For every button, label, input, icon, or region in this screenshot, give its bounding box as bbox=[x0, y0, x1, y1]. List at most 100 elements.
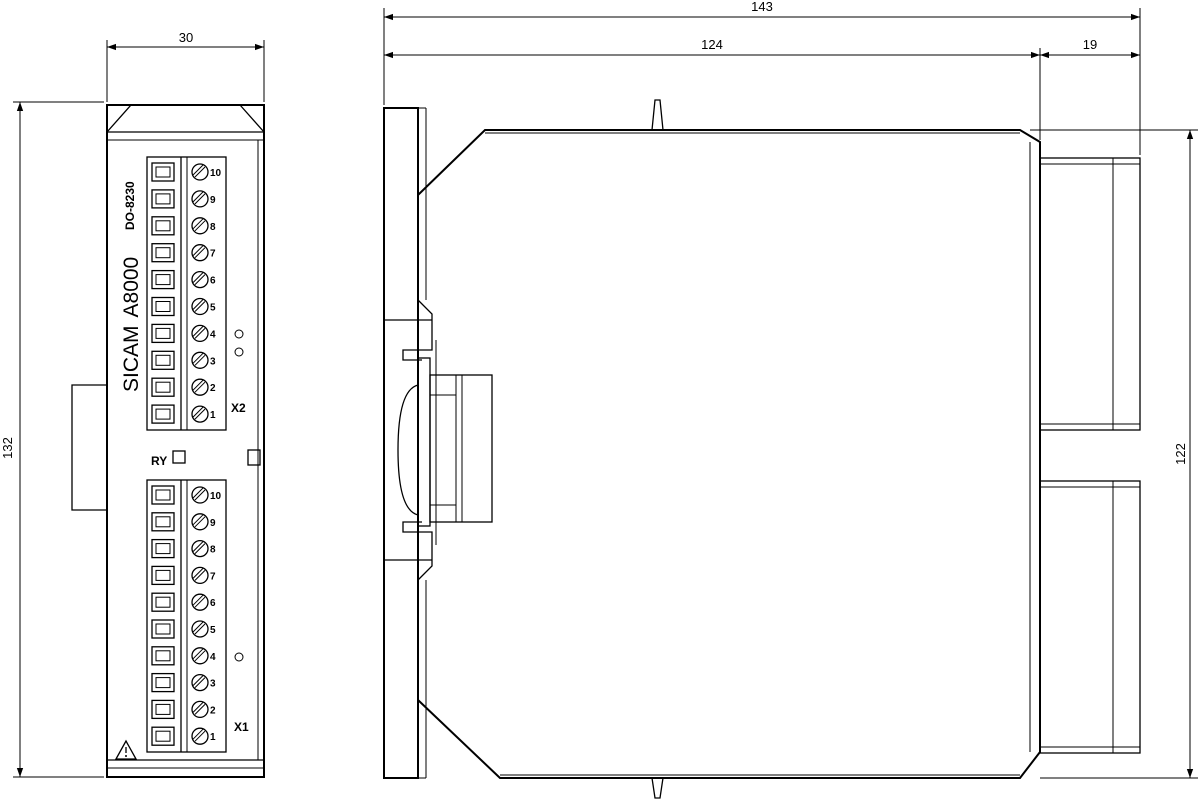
push-in-slot bbox=[151, 189, 175, 209]
model-label: DO-8230 bbox=[123, 181, 137, 230]
push-in-slot bbox=[151, 377, 175, 397]
x1-terminal-5: 5 bbox=[151, 619, 216, 639]
product-name: SICAM A8000 bbox=[120, 257, 143, 392]
screw-icon bbox=[191, 405, 209, 423]
push-in-slot bbox=[151, 323, 175, 344]
connector-x1-label: X1 bbox=[234, 720, 249, 734]
terminal-number: 5 bbox=[210, 303, 216, 314]
terminal-number: 8 bbox=[210, 222, 216, 233]
led-indicator bbox=[234, 347, 244, 357]
push-in-slot-inner bbox=[155, 301, 171, 312]
screw-slot bbox=[194, 193, 206, 205]
push-in-slot bbox=[151, 565, 175, 586]
push-in-slot bbox=[151, 726, 175, 746]
dimension-front-height: 132 bbox=[0, 437, 15, 459]
terminal-number: 2 bbox=[210, 383, 216, 394]
series-label: A8000 bbox=[120, 257, 143, 318]
screw-slot bbox=[194, 623, 206, 635]
screw-slot bbox=[194, 704, 206, 715]
terminal-number: 4 bbox=[210, 329, 216, 340]
screw-slot bbox=[192, 728, 204, 740]
push-in-slot-inner bbox=[155, 381, 171, 393]
push-in-slot bbox=[151, 619, 175, 639]
terminal-number: 1 bbox=[210, 410, 216, 421]
x2-terminal-2: 2 bbox=[151, 377, 216, 397]
screw-slot bbox=[192, 702, 204, 713]
push-in-slot bbox=[151, 269, 175, 290]
front-din-clip bbox=[71, 384, 107, 511]
screw-slot bbox=[194, 650, 206, 662]
din-rail-clip bbox=[384, 299, 493, 581]
screw-slot bbox=[192, 648, 204, 660]
x2-terminal-3: 3 bbox=[151, 350, 216, 370]
screw-slot bbox=[194, 381, 206, 393]
screw-slot bbox=[194, 220, 206, 232]
screw-slot bbox=[194, 677, 206, 688]
led-indicator bbox=[234, 652, 244, 662]
ry-label: RY bbox=[151, 454, 167, 468]
screw-slot bbox=[194, 516, 206, 528]
x1-terminal-9: 9 bbox=[151, 512, 216, 532]
push-in-slot-inner bbox=[155, 327, 171, 339]
push-in-slot bbox=[151, 216, 175, 236]
x2-terminal-8: 8 bbox=[151, 216, 216, 236]
push-in-slot-inner bbox=[155, 489, 171, 501]
led-indicator bbox=[234, 329, 244, 339]
screw-slot bbox=[192, 379, 204, 391]
x2-terminal-5: 5 bbox=[151, 296, 216, 317]
screw-icon bbox=[191, 217, 209, 235]
push-in-slot-inner bbox=[155, 247, 171, 259]
terminal-number: 1 bbox=[210, 732, 216, 743]
screw-slot bbox=[192, 514, 204, 526]
terminal-number: 8 bbox=[210, 545, 216, 556]
side-body-outline bbox=[417, 129, 1041, 779]
screw-slot bbox=[192, 487, 204, 499]
terminal-number: 4 bbox=[210, 652, 216, 663]
x2-terminal-9: 9 bbox=[151, 189, 216, 209]
screw-slot bbox=[194, 596, 206, 608]
screw-slot bbox=[192, 218, 204, 230]
connector-x2-terminals: 10 9 8 7 6 5 4 3 2 1 bbox=[151, 162, 222, 424]
x1-terminal-1: 1 bbox=[151, 726, 216, 746]
screw-slot bbox=[192, 568, 204, 579]
screw-slot bbox=[192, 541, 204, 552]
screw-slot bbox=[192, 326, 204, 337]
x2-terminal-10: 10 bbox=[151, 162, 222, 182]
side-top-tab bbox=[651, 99, 664, 131]
x2-terminal-7: 7 bbox=[151, 243, 216, 263]
screw-icon bbox=[191, 566, 209, 585]
brand-label: SICAM bbox=[120, 325, 143, 392]
push-in-slot-inner bbox=[155, 569, 171, 581]
screw-icon bbox=[191, 620, 209, 638]
screw-slot bbox=[192, 245, 204, 257]
push-in-slot bbox=[151, 350, 175, 370]
push-in-slot-inner bbox=[155, 596, 171, 608]
terminal-number: 6 bbox=[210, 598, 216, 609]
push-in-slot bbox=[151, 512, 175, 532]
screw-slot bbox=[192, 594, 204, 606]
front-top-chamfer bbox=[106, 104, 265, 133]
screw-slot bbox=[194, 408, 206, 420]
push-in-slot-inner bbox=[155, 166, 171, 178]
screw-icon bbox=[191, 351, 209, 369]
screw-slot bbox=[192, 621, 204, 633]
push-in-slot bbox=[151, 592, 175, 612]
dimension-side-terminal: 19 bbox=[1083, 37, 1097, 52]
dimension-side-total: 143 bbox=[751, 0, 773, 14]
push-in-slot bbox=[151, 296, 175, 317]
push-in-slot bbox=[151, 404, 175, 424]
screw-slot bbox=[192, 299, 204, 310]
screw-slot bbox=[194, 489, 206, 501]
screw-icon bbox=[191, 486, 209, 504]
push-in-slot-inner bbox=[155, 543, 171, 555]
x2-terminal-6: 6 bbox=[151, 269, 216, 290]
svg-text:SICAMA8000: SICAM A8000 bbox=[120, 257, 143, 392]
x1-terminal-3: 3 bbox=[151, 672, 216, 693]
screw-icon bbox=[191, 539, 209, 558]
push-in-slot-inner bbox=[155, 274, 171, 286]
x1-terminal-6: 6 bbox=[151, 592, 216, 612]
dimension-side-height: 122 bbox=[1173, 443, 1188, 465]
side-bottom-tab bbox=[651, 777, 664, 799]
